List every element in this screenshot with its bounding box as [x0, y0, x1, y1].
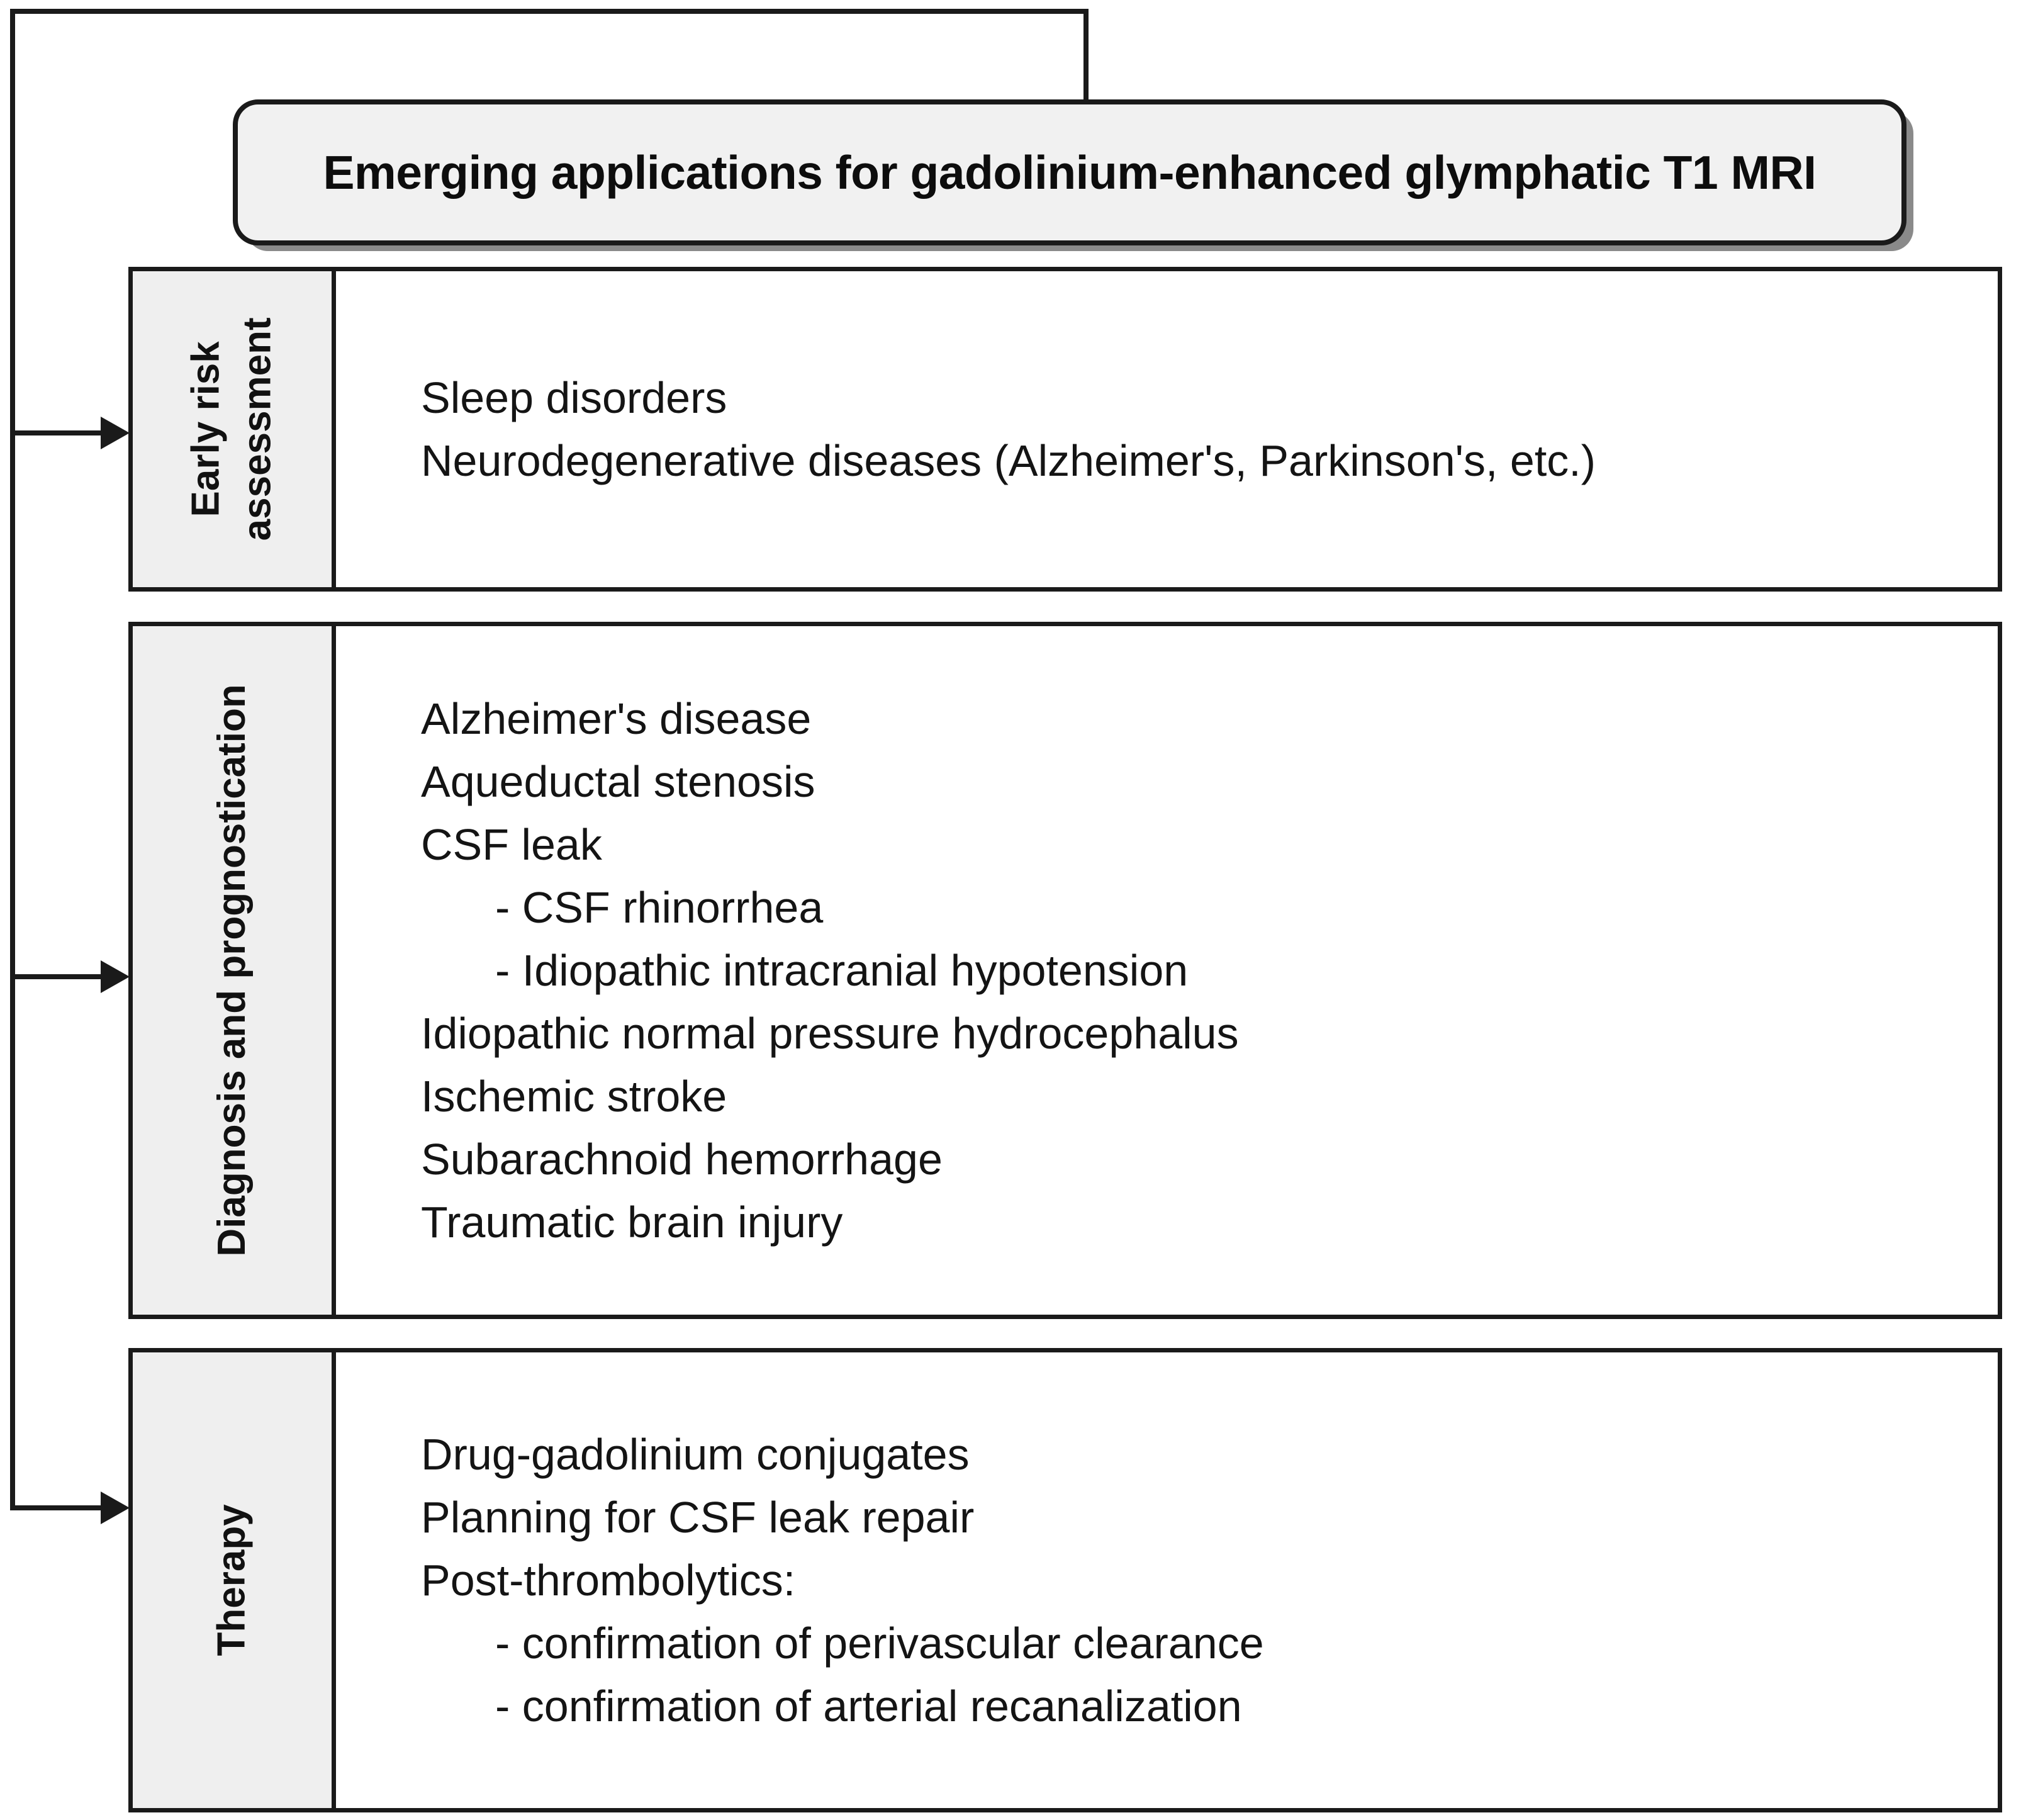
section-label-cell: Therapy — [133, 1352, 336, 1808]
content-line: Aqueductal stenosis — [421, 757, 815, 806]
content-line: Alzheimer's disease — [421, 694, 812, 743]
section-label-cell: Early risk assessment — [133, 271, 336, 587]
section-label: Diagnosis and prognostication — [210, 684, 254, 1257]
content-line: Sleep disorders — [421, 373, 727, 422]
content-line: Idiopathic normal pressure hydrocephalus — [421, 1009, 1239, 1058]
content-line: Traumatic brain injury — [421, 1198, 843, 1247]
connector-title-drop-line — [1083, 9, 1089, 104]
connector-top-line — [10, 9, 1089, 14]
content-line: Neurodegenerative diseases (Alzheimer's,… — [421, 436, 1596, 485]
content-line: CSF leak — [421, 820, 602, 869]
arrow-line-therapy — [14, 1505, 102, 1510]
content-line: - Idiopathic intracranial hypotension — [495, 946, 1189, 995]
section-label: Early risk assessment — [184, 317, 279, 541]
content-line: - confirmation of perivascular clearance — [495, 1619, 1264, 1668]
content-line: - CSF rhinorrhea — [495, 883, 824, 932]
connector-trunk-line — [10, 9, 15, 1510]
content-line: - confirmation of arterial recanalizatio… — [495, 1682, 1242, 1731]
arrow-right-icon — [101, 417, 130, 449]
arrow-right-icon — [101, 1491, 130, 1524]
arrow-line-early-risk — [14, 430, 102, 435]
content-line: Subarachnoid hemorrhage — [421, 1135, 943, 1184]
content-line: Planning for CSF leak repair — [421, 1493, 975, 1542]
diagram-title: Emerging applications for gadolinium-enh… — [323, 146, 1817, 199]
section-box-diagnosis-and-prognostication: Diagnosis and prognostication Alzheimer'… — [128, 622, 2002, 1319]
section-label-cell: Diagnosis and prognostication — [133, 626, 336, 1315]
arrow-right-icon — [101, 960, 130, 993]
content-line: Ischemic stroke — [421, 1072, 727, 1121]
arrow-line-diagnosis — [14, 974, 102, 979]
content-line: Post-thrombolytics: — [421, 1556, 796, 1605]
content-line: Drug-gadolinium conjugates — [421, 1430, 970, 1479]
title-box: Emerging applications for gadolinium-enh… — [233, 99, 1906, 245]
section-label: Therapy — [210, 1504, 254, 1656]
